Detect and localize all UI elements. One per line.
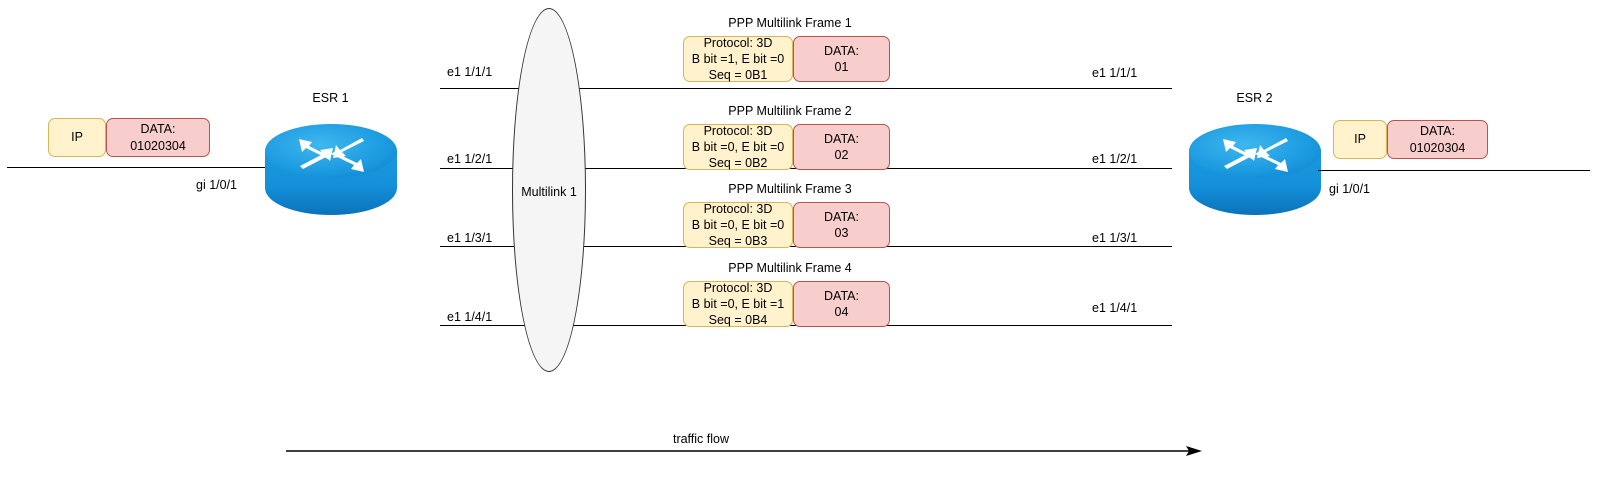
left-router-title: ESR 1 [312,91,349,105]
frame-header-2: Protocol: 3D B bit =0, E bit =0 Seq = 0B… [683,124,793,170]
link-line-1 [440,88,1172,89]
frame-header-4: Protocol: 3D B bit =0, E bit =1 Seq = 0B… [683,281,793,327]
frame-payload-4: DATA: 04 [793,281,890,327]
right-interface-label-4: e1 1/4/1 [1092,301,1138,315]
left-packet-ip-header: IP [48,118,106,157]
right-access-interface-label: gi 1/0/1 [1329,182,1371,196]
router-icon-esr-2[interactable] [1186,118,1324,222]
frame-title-2: PPP Multilink Frame 2 [728,104,852,118]
frame-header-1: Protocol: 3D B bit =1, E bit =0 Seq = 0B… [683,36,793,82]
left-interface-label-2: e1 1/2/1 [447,152,493,166]
multilink-bundle-label: Multilink 1 [521,185,577,199]
right-packet-ip-header: IP [1333,120,1387,159]
traffic-flow-arrow [286,443,1202,459]
frame-payload-3: DATA: 03 [793,202,890,248]
frame-title-3: PPP Multilink Frame 3 [728,182,852,196]
right-packet-data-payload: DATA: 01020304 [1387,120,1488,159]
frame-payload-2: DATA: 02 [793,124,890,170]
right-interface-label-2: e1 1/2/1 [1092,152,1138,166]
left-access-link-line [7,167,299,168]
router-icon-esr-1[interactable] [262,118,400,222]
frame-title-4: PPP Multilink Frame 4 [728,261,852,275]
right-interface-label-1: e1 1/1/1 [1092,66,1138,80]
right-router-title: ESR 2 [1236,91,1273,105]
frame-title-1: PPP Multilink Frame 1 [728,16,852,30]
multilink-bundle-ellipse [512,8,586,372]
left-access-interface-label: gi 1/0/1 [196,178,238,192]
frame-payload-1: DATA: 01 [793,36,890,82]
frame-header-3: Protocol: 3D B bit =0, E bit =0 Seq = 0B… [683,202,793,248]
right-interface-label-3: e1 1/3/1 [1092,231,1138,245]
left-packet-data-payload: DATA: 01020304 [106,118,210,157]
left-interface-label-1: e1 1/1/1 [447,65,493,79]
left-interface-label-4: e1 1/4/1 [447,310,493,324]
right-access-link-line [1318,170,1590,171]
left-interface-label-3: e1 1/3/1 [447,231,493,245]
traffic-flow-label: traffic flow [672,432,730,446]
